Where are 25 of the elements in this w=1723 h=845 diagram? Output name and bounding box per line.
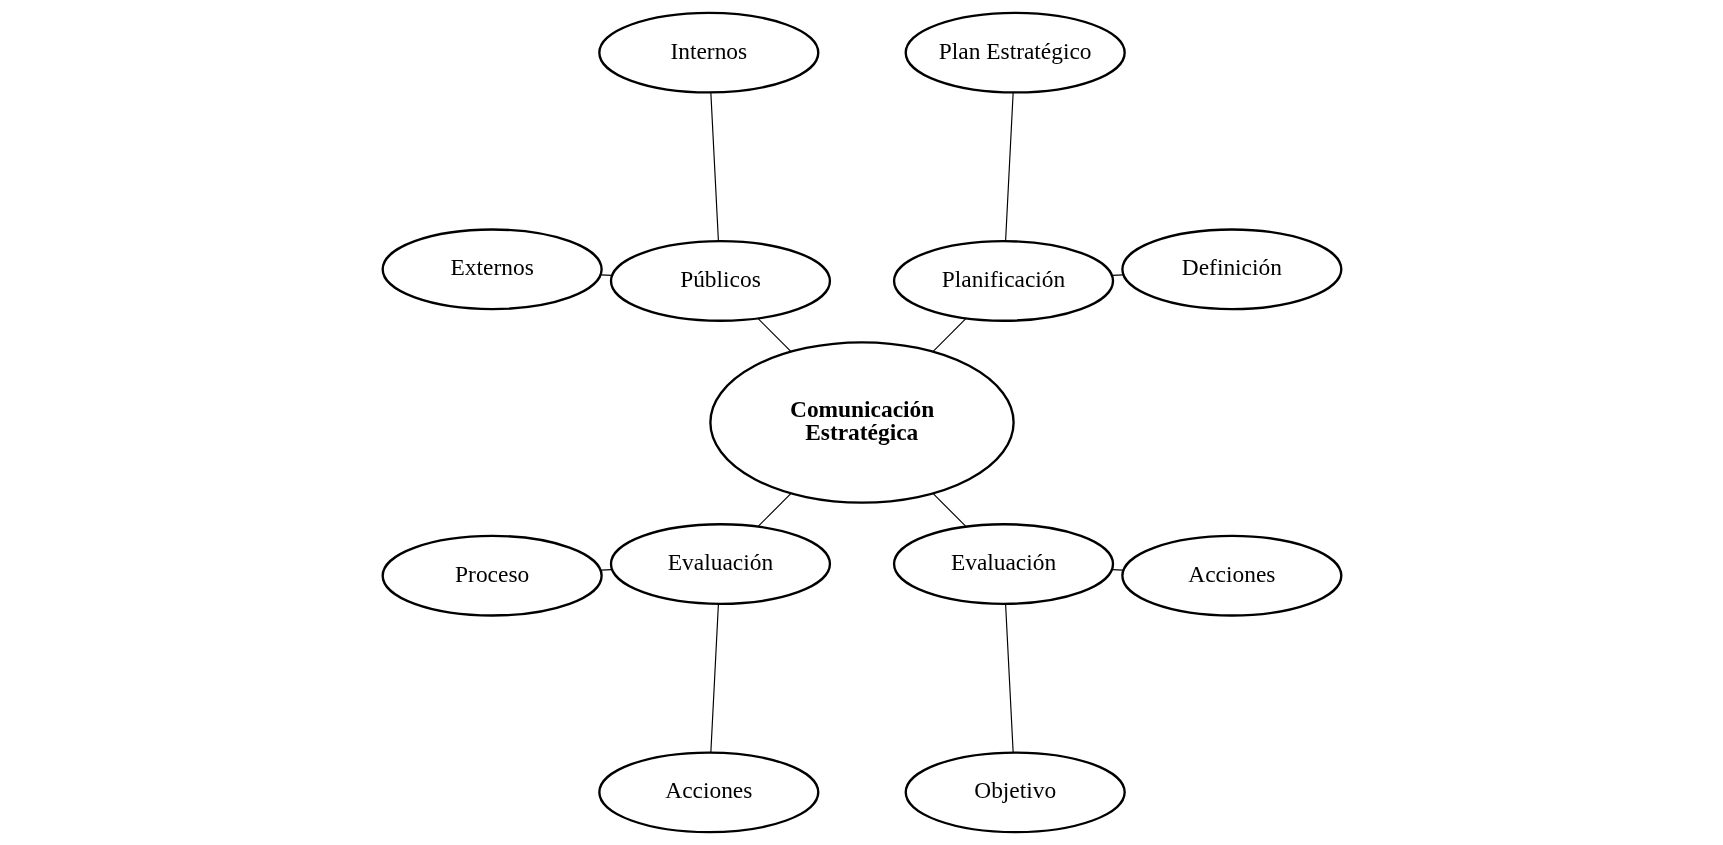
node-ellipse: Objetivo	[904, 751, 1126, 834]
node-ellipse: Evaluación	[609, 523, 831, 605]
node-ellipse: Internos	[597, 11, 819, 94]
node-ellipse: Proceso	[381, 534, 603, 617]
node-ellipse: Acciones	[597, 751, 819, 834]
connector	[757, 493, 791, 527]
connector	[1004, 603, 1014, 754]
connector	[709, 603, 719, 754]
node-ellipse: Definición	[1120, 228, 1342, 311]
connector	[932, 318, 966, 352]
node-ellipse: Externos	[381, 228, 603, 311]
node-ellipse: Públicos	[609, 240, 831, 322]
connector	[599, 274, 613, 276]
node-ellipse: Evaluación	[892, 523, 1114, 605]
connector	[932, 493, 966, 527]
connector	[709, 91, 719, 242]
connector	[599, 569, 613, 571]
node-ellipse: Plan Estratégico	[904, 11, 1126, 94]
node-ellipse: Planificación	[892, 240, 1114, 322]
connector	[1110, 569, 1124, 571]
connector	[1110, 274, 1124, 276]
node-ellipse: Acciones	[1120, 534, 1342, 617]
connector	[1004, 91, 1014, 242]
node-ellipse: Comunicación Estratégica	[708, 341, 1015, 504]
connector	[757, 318, 791, 352]
